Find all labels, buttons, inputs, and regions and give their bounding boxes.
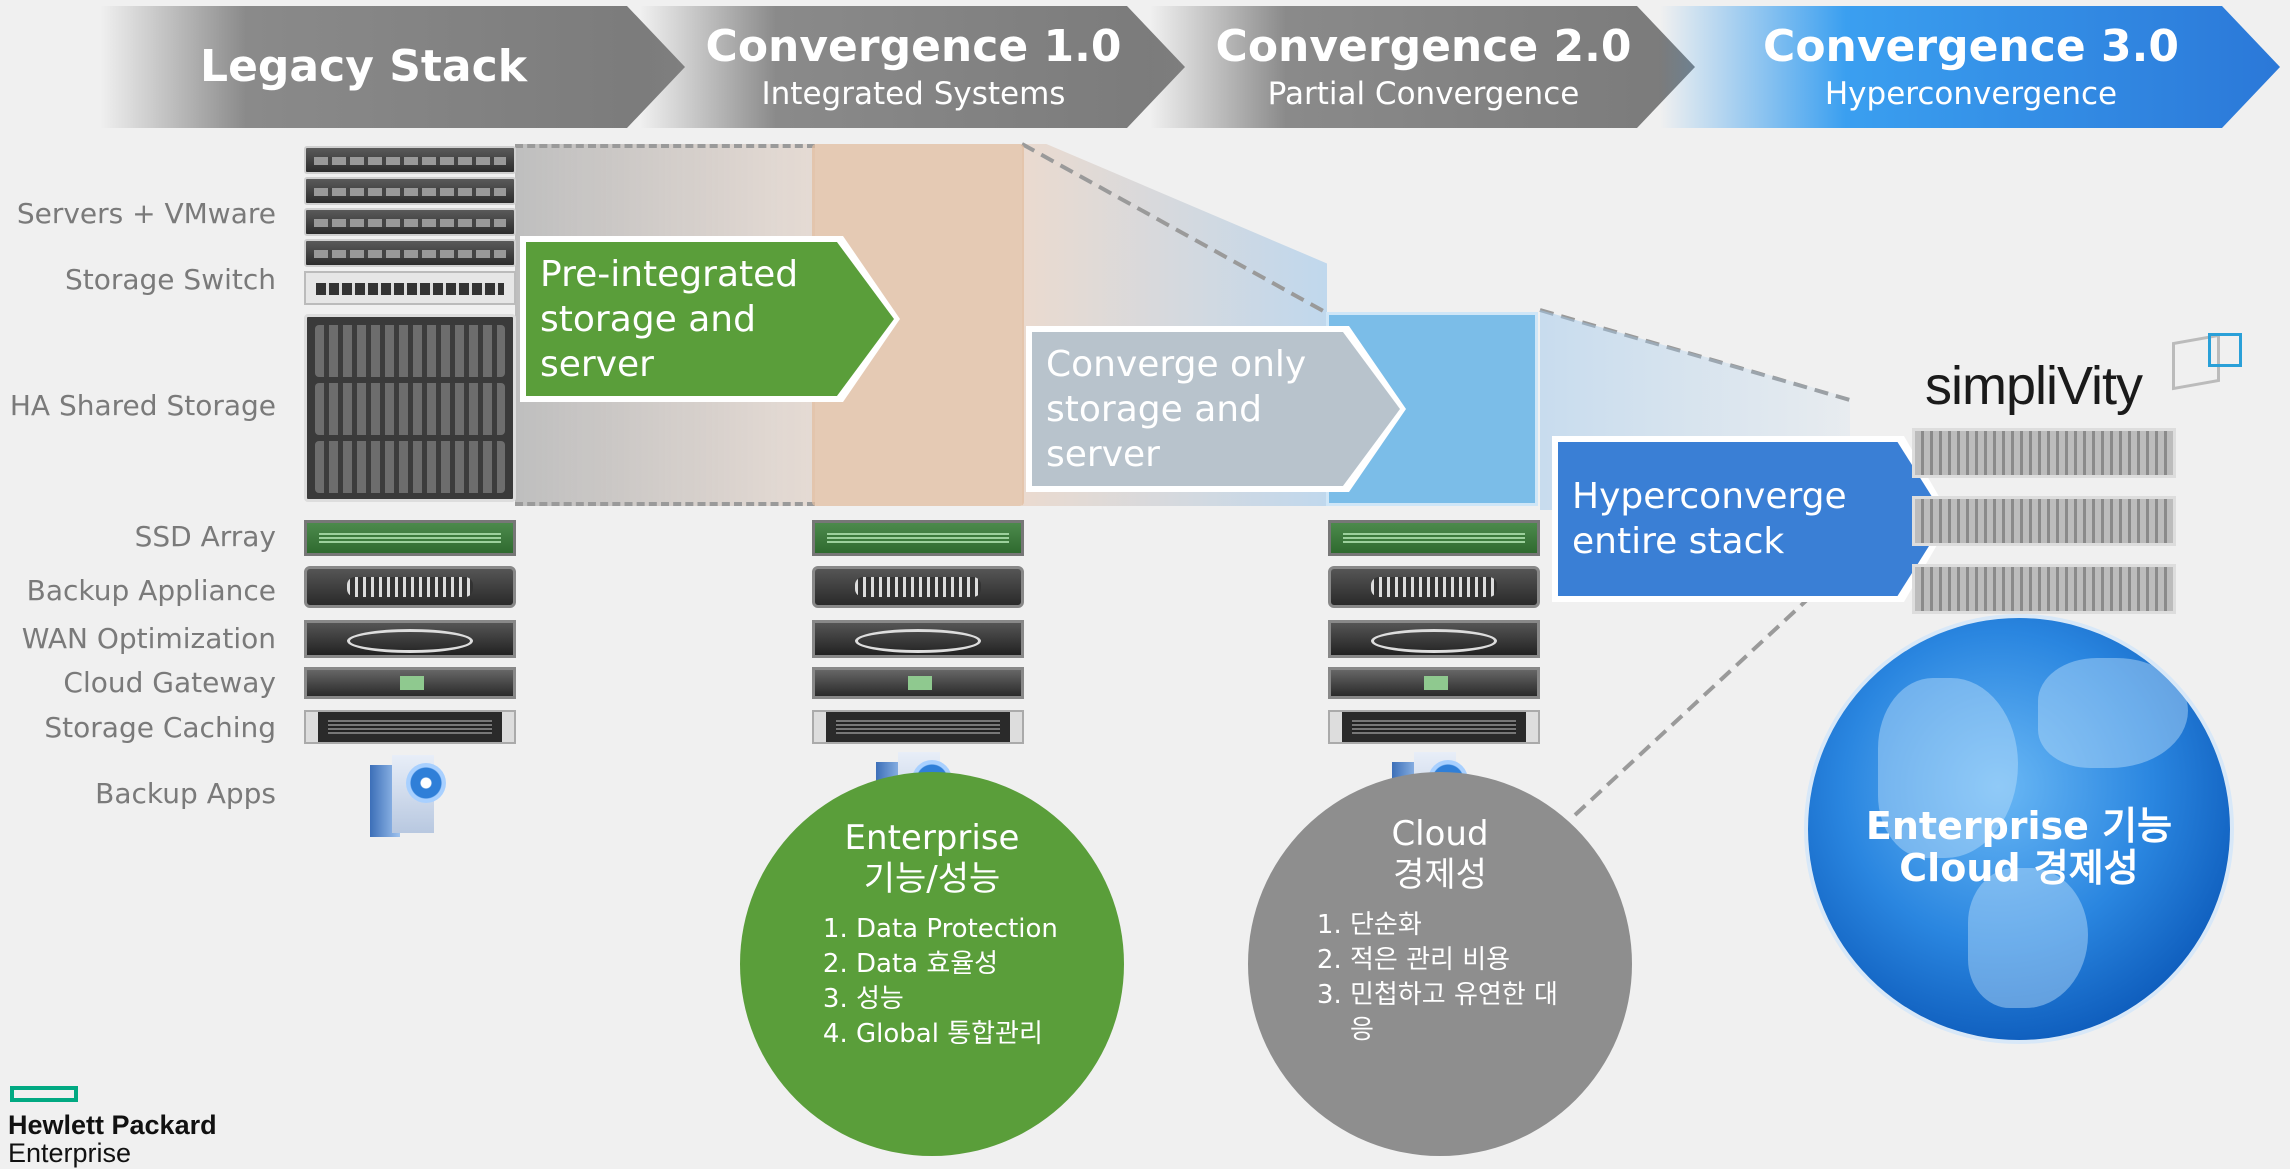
enterprise-item: 성능 xyxy=(856,982,1124,1017)
cloud-gateway-unit xyxy=(304,667,516,699)
cloud-item: 적은 관리 비용 xyxy=(1350,943,1580,978)
server-unit xyxy=(304,239,516,267)
hpe-logo-icon xyxy=(10,1086,78,1102)
ha-storage-unit xyxy=(304,314,516,502)
appliance-unit xyxy=(1912,496,2176,546)
callout-text: Pre-integrated storage and server xyxy=(540,253,799,385)
wan-optimization-unit xyxy=(304,620,516,658)
enterprise-item: Global 통합관리 xyxy=(856,1017,1124,1052)
stage-subtitle: Integrated Systems xyxy=(761,75,1066,112)
stage-conv2-arrow: Convergence 2.0 Partial Convergence xyxy=(1150,6,1695,128)
callout-hyperconverge: Hyperconverge entire stack xyxy=(1552,436,1952,602)
globe-text-line1: Enterprise 기능 xyxy=(1865,804,2173,848)
wan-optimization-unit xyxy=(812,620,1024,658)
callout-converge-only: Converge only storage and server xyxy=(1026,326,1406,492)
ssd-array-unit xyxy=(304,520,516,556)
callout-text: Hyperconverge entire stack xyxy=(1572,476,1847,562)
globe-circle: Enterprise 기능 Cloud 경제성 xyxy=(1808,618,2230,1040)
label-backup-apps: Backup Apps xyxy=(95,777,276,810)
enterprise-item: Data 효율성 xyxy=(856,947,1124,982)
simplivity-logo: simpliVity xyxy=(1925,356,2143,416)
storage-caching-unit xyxy=(1328,710,1540,744)
stage-title: Convergence 3.0 xyxy=(1763,20,2179,72)
label-storage-caching: Storage Caching xyxy=(44,711,276,744)
label-servers: Servers + VMware xyxy=(16,197,276,230)
stage-legacy-arrow: Legacy Stack xyxy=(100,6,685,128)
backup-appliance-unit xyxy=(304,566,516,608)
storage-caching-unit xyxy=(812,710,1024,744)
enterprise-item: Data Protection xyxy=(856,912,1124,947)
server-unit xyxy=(304,208,516,236)
appliance-unit xyxy=(1912,564,2176,614)
callout-pre-integrated: Pre-integrated storage and server xyxy=(520,236,900,402)
wan-optimization-unit xyxy=(1328,620,1540,658)
globe-text-line2: Cloud 경제성 xyxy=(1899,845,2139,890)
ssd-array-unit xyxy=(1328,520,1540,556)
cloud-item: 민첩하고 유연한 대응 xyxy=(1350,978,1580,1048)
cloud-circle: Cloud 경제성 단순화 적은 관리 비용 민첩하고 유연한 대응 xyxy=(1248,772,1632,1156)
stage-subtitle: Hyperconvergence xyxy=(1824,75,2118,112)
cloud-title-line1: Cloud xyxy=(1391,814,1489,854)
cube-logo-icon-small xyxy=(2208,333,2242,367)
stage-conv3-arrow: Convergence 3.0 Hyperconvergence xyxy=(1660,6,2280,128)
cloud-gateway-unit xyxy=(812,667,1024,699)
callout-text: Converge only storage and server xyxy=(1046,343,1307,475)
enterprise-title-line1: Enterprise xyxy=(844,818,1020,858)
stage-title: Convergence 2.0 xyxy=(1215,20,1632,72)
hpe-logo-text-line1: Hewlett Packard xyxy=(8,1110,217,1140)
server-unit xyxy=(304,146,516,174)
appliance-unit xyxy=(1912,428,2176,478)
ssd-array-unit xyxy=(812,520,1024,556)
label-backup-appliance: Backup Appliance xyxy=(26,574,276,607)
cloud-title-line2: 경제성 xyxy=(1393,854,1487,895)
stage-title: Convergence 1.0 xyxy=(705,20,1122,72)
label-storage-switch: Storage Switch xyxy=(64,263,276,296)
label-wan-optimization: WAN Optimization xyxy=(21,622,276,655)
label-cloud-gateway: Cloud Gateway xyxy=(63,666,276,699)
backup-appliance-unit xyxy=(1328,566,1540,608)
label-ssd-array: SSD Array xyxy=(134,520,276,553)
cloud-gateway-unit xyxy=(1328,667,1540,699)
storage-switch-unit xyxy=(304,271,516,305)
backup-apps-box-icon xyxy=(370,755,446,837)
stage-title: Legacy Stack xyxy=(200,41,527,92)
enterprise-title-line2: 기능/성능 xyxy=(863,858,1001,899)
storage-caching-unit xyxy=(304,710,516,744)
backup-appliance-unit xyxy=(812,566,1024,608)
server-unit xyxy=(304,177,516,205)
stage-conv1-arrow: Convergence 1.0 Integrated Systems xyxy=(640,6,1185,128)
stage-subtitle: Partial Convergence xyxy=(1267,75,1580,112)
cloud-item: 단순화 xyxy=(1350,908,1580,943)
label-ha-storage: HA Shared Storage xyxy=(9,389,276,422)
enterprise-circle: Enterprise 기능/성능 Data Protection Data 효율… xyxy=(740,772,1124,1156)
